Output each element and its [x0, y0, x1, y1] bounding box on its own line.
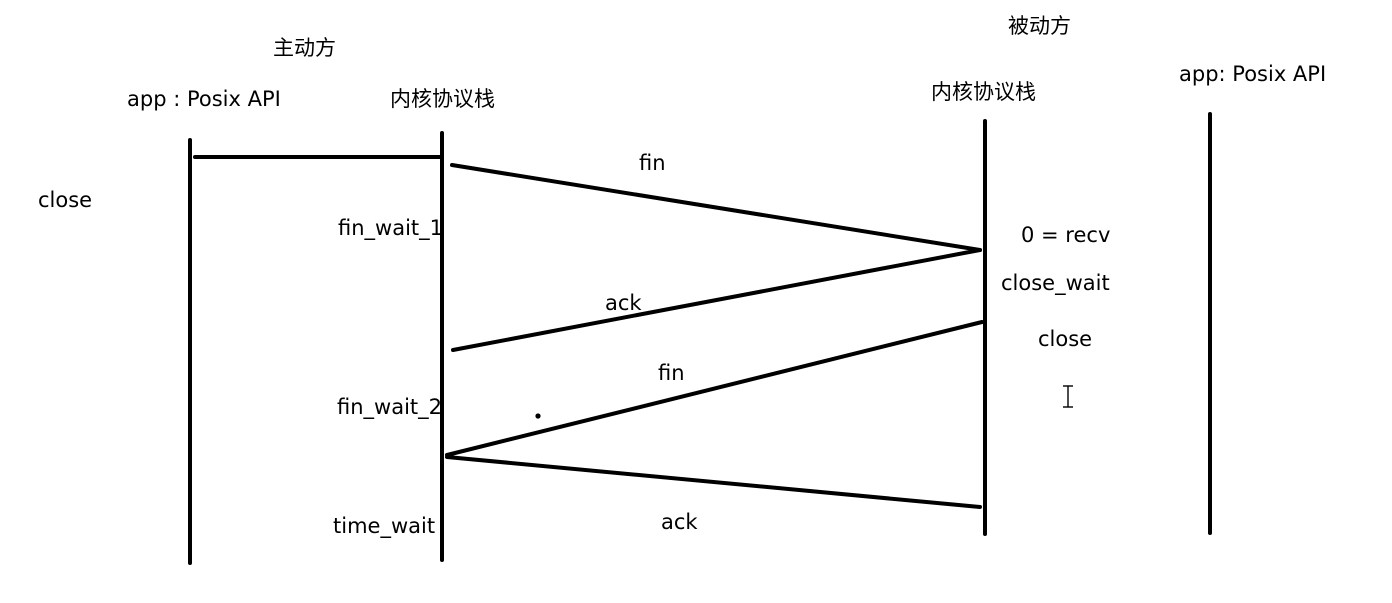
fin-label-1: fin [639, 151, 666, 175]
fin-message-line-2 [445, 320, 984, 457]
fin-label-2: fin [658, 361, 685, 385]
ack-message-line-2 [445, 455, 982, 509]
active-kernel-label: 内核协议栈 [390, 87, 495, 111]
ack-message-line-1 [451, 248, 982, 352]
text-cursor-icon [1063, 385, 1073, 408]
passive-kernel-label: 内核协议栈 [931, 80, 1036, 104]
ack-label-2: ack [661, 510, 698, 534]
passive-side-label: 被动方 [1008, 14, 1071, 38]
active-app-label: app : Posix API [127, 87, 281, 111]
ack-label-1: ack [605, 291, 642, 315]
stray-dot [535, 413, 541, 419]
fin-wait-1-label: fin_wait_1 [338, 216, 443, 241]
close-wait-label: close_wait [1001, 271, 1110, 296]
passive-app-label: app: Posix API [1179, 62, 1326, 86]
fin-message-line-1 [450, 163, 982, 252]
active-close-label: close [38, 188, 92, 212]
passive-close-label: close [1038, 327, 1092, 351]
active-side-label: 主动方 [273, 36, 336, 60]
fin-wait-2-label: fin_wait_2 [337, 395, 442, 420]
recv-label: 0 = recv [1021, 223, 1110, 247]
time-wait-label: time_wait [333, 514, 435, 539]
